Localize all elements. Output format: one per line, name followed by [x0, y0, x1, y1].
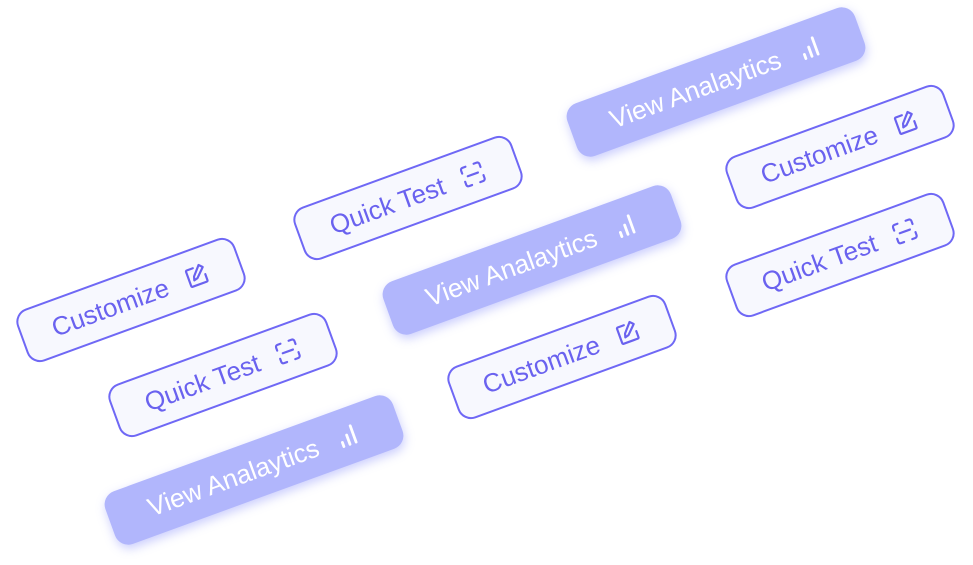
bar-chart-icon [608, 209, 641, 242]
customize-label: Customize [478, 328, 604, 400]
customize-button[interactable]: Customize [443, 291, 681, 423]
edit-icon [180, 259, 213, 292]
edit-icon [889, 106, 922, 139]
customize-label: Customize [47, 271, 173, 343]
view-analytics-label: View Analaytics [421, 222, 601, 312]
customize-button[interactable]: Customize [12, 234, 250, 366]
quick-test-label: Quick Test [325, 170, 450, 240]
quick-test-button[interactable]: Quick Test [721, 189, 959, 321]
quick-test-label: Quick Test [757, 227, 882, 297]
view-analytics-label: View Analaytics [143, 432, 323, 522]
scan-icon [272, 335, 305, 368]
scan-icon [457, 158, 490, 191]
edit-icon [611, 316, 644, 349]
bar-chart-icon [330, 419, 363, 452]
customize-label: Customize [756, 118, 882, 190]
bar-chart-icon [792, 31, 825, 64]
scan-icon [889, 215, 922, 248]
quick-test-label: Quick Test [140, 347, 265, 417]
view-analytics-label: View Analaytics [605, 44, 785, 134]
customize-button[interactable]: Customize [721, 81, 959, 213]
